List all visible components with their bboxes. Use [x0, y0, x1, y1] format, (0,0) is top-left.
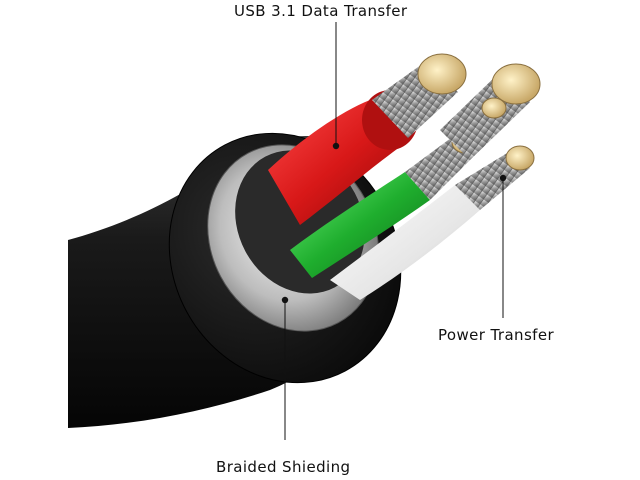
label-braided-shielding: Braided Shieding — [216, 458, 351, 476]
red-wire — [268, 53, 467, 225]
data-strand-bundle — [440, 63, 541, 160]
label-usb-data-transfer: USB 3.1 Data Transfer — [234, 2, 408, 20]
label-power-transfer: Power Transfer — [438, 326, 555, 344]
leader-dot-data — [332, 142, 340, 150]
leader-dot-braid — [281, 296, 289, 304]
leader-dot-power — [499, 174, 507, 182]
white-wire — [330, 145, 535, 300]
